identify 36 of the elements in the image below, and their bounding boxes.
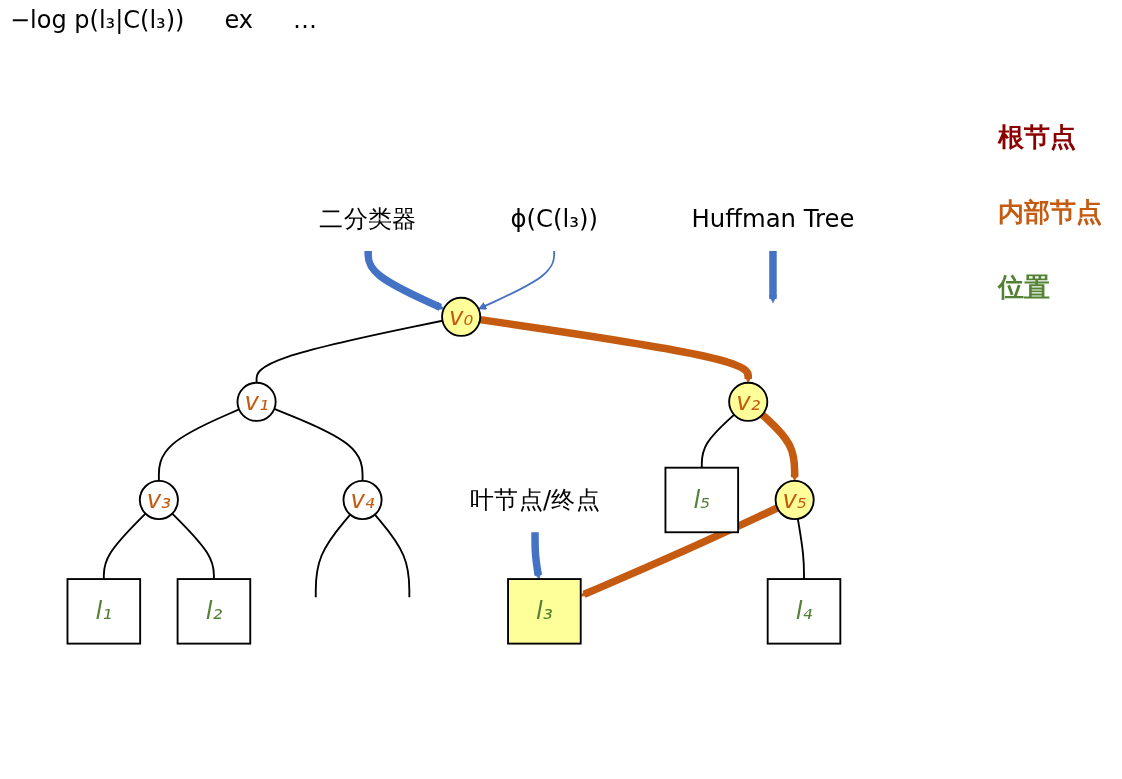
text-label: ex xyxy=(224,6,253,34)
arrow xyxy=(479,315,753,384)
text-label: Huffman Tree xyxy=(691,204,855,233)
formula-label: −log p(l₃|C(l₃)) xyxy=(10,6,185,34)
tree-node-circle: v₀ xyxy=(441,296,482,337)
node-type-label: 位置 xyxy=(998,271,1051,304)
connector-line xyxy=(700,413,736,469)
tree-node-circle: v₂ xyxy=(728,381,769,422)
connector-line xyxy=(373,513,411,599)
text-label: … xyxy=(293,6,317,34)
tree-node-circle: v₅ xyxy=(774,479,815,520)
arrow xyxy=(364,250,445,311)
tree-node-circle: v₁ xyxy=(236,381,277,422)
leaf-node-box: l₂ xyxy=(176,578,252,645)
leaf-node-box: l₅ xyxy=(664,466,740,534)
leaf-node-box: l₄ xyxy=(766,578,842,645)
arrow xyxy=(768,250,778,304)
arrow xyxy=(478,250,556,310)
connector-line xyxy=(273,408,364,482)
text-label: 二分类器 xyxy=(319,204,417,233)
arrow xyxy=(580,504,779,598)
connector-line xyxy=(796,517,805,580)
connector-line xyxy=(171,512,215,580)
connector-line xyxy=(314,513,352,599)
arrow xyxy=(759,411,799,482)
node-type-label: 根节点 xyxy=(998,121,1077,154)
tree-node-circle: v₄ xyxy=(342,479,383,520)
text-label: 叶节点/终点 xyxy=(470,485,600,514)
leaf-node-box: l₃ xyxy=(507,578,582,645)
node-type-label: 内部节点 xyxy=(998,196,1102,229)
tree-node-circle: v₃ xyxy=(138,479,179,520)
connector-line xyxy=(102,512,147,580)
connector-line xyxy=(255,319,444,384)
leaf-node-box: l₁ xyxy=(66,578,142,645)
connector-line xyxy=(157,408,240,482)
text-label: ϕ(C(l₃)) xyxy=(510,204,598,233)
